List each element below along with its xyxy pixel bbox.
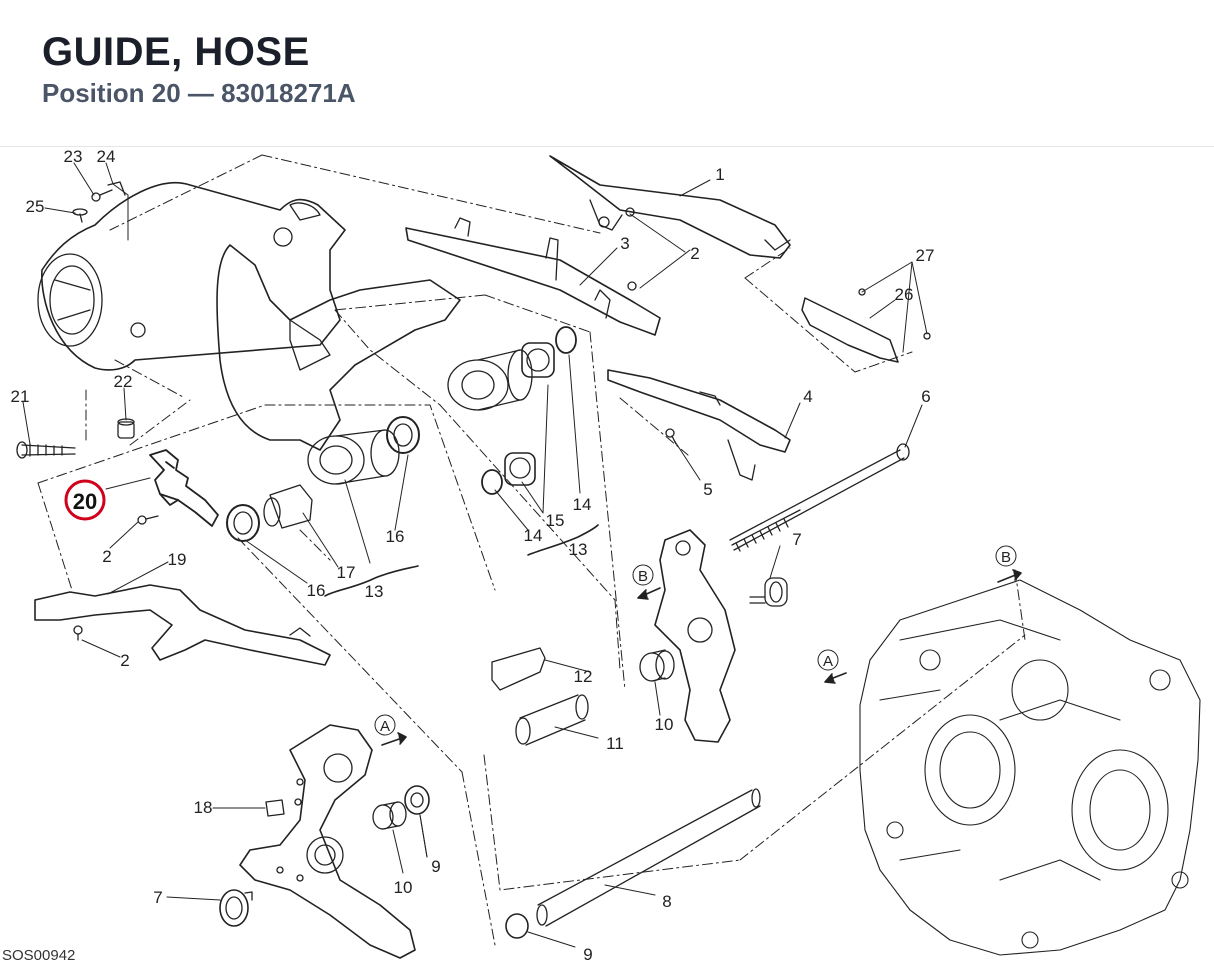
callout-14-left: 14 (524, 526, 543, 545)
callout-14-right: 14 (573, 495, 592, 514)
engine-crankcase (859, 579, 1201, 956)
page-header: GUIDE, HOSE Position 20 — 83018271A (0, 0, 1214, 147)
callout-13-right: 13 (569, 540, 588, 559)
rocker-plate-right (654, 529, 736, 743)
spacers-and-bushings (219, 577, 788, 939)
callout-24: 24 (97, 147, 116, 166)
rocker-plate-left (239, 724, 416, 959)
marker-a-2: A (823, 653, 833, 670)
callout-5: 5 (703, 480, 712, 499)
callout-8: 8 (662, 892, 671, 911)
marker-b-2: B (1001, 549, 1011, 566)
exploded-parts-diagram: 20 A B B A 1 2 3 4 5 6 7 27 26 23 24 25 … (11, 147, 1201, 964)
callout-15: 15 (546, 511, 565, 530)
callout-18: 18 (194, 798, 213, 817)
assembly-guide-lines (37, 154, 1026, 946)
callout-7-left: 7 (153, 888, 162, 907)
swingarm (37, 182, 461, 451)
axle-long (536, 788, 761, 927)
callout-21: 21 (11, 387, 30, 406)
direction-arrows (381, 569, 1022, 746)
pivot-sleeve-left (307, 429, 400, 485)
marker-b-1: B (638, 568, 648, 585)
callout-4: 4 (803, 387, 812, 406)
callout-16-left: 16 (307, 581, 326, 600)
arrow-marker-circles (374, 545, 1017, 736)
callout-2-left: 2 (102, 547, 111, 566)
callout-22: 22 (114, 372, 133, 391)
callout-12: 12 (574, 667, 593, 686)
callout-1: 1 (715, 165, 724, 184)
callout-2: 2 (690, 244, 699, 263)
callout-20: 20 (73, 489, 97, 514)
callout-7: 7 (792, 530, 801, 549)
chain-guard (549, 155, 791, 259)
callout-19: 19 (168, 550, 187, 569)
callout-16-right: 16 (386, 527, 405, 546)
callout-3: 3 (620, 234, 629, 253)
small-cover (801, 297, 899, 363)
pivot-sleeve-right (447, 349, 533, 411)
callout-23: 23 (64, 147, 83, 166)
callout-11: 11 (606, 734, 624, 753)
callout-2-lower: 2 (120, 651, 129, 670)
hose-guide-part-19 (34, 584, 331, 666)
callout-27: 27 (916, 246, 935, 265)
callout-13-left: 13 (365, 582, 384, 601)
shaft-threaded (729, 443, 910, 552)
hose-guide-part-20 (149, 449, 219, 527)
part-subtitle: Position 20 — 83018271A (42, 78, 356, 108)
callout-26: 26 (895, 285, 914, 304)
chain-slider-lower (607, 369, 791, 481)
callout-6: 6 (921, 387, 930, 406)
group-braces (324, 524, 599, 597)
highlight-ring-20 (64, 479, 106, 521)
chain-guide-upper (405, 217, 661, 336)
callout-10-left: 10 (394, 878, 413, 897)
marker-a-1: A (380, 718, 390, 735)
callout-9-bottom: 9 (583, 945, 592, 964)
part-title: GUIDE, HOSE (42, 30, 310, 74)
fasteners (16, 181, 931, 641)
callout-9-left: 9 (431, 857, 440, 876)
callout-17: 17 (337, 563, 356, 582)
callout-10-right: 10 (655, 715, 674, 734)
callout-25: 25 (26, 197, 45, 216)
callout-leaders (22, 162, 928, 948)
diagram-reference-code: SOS00942 (2, 947, 76, 964)
bearing-set (226, 326, 577, 542)
